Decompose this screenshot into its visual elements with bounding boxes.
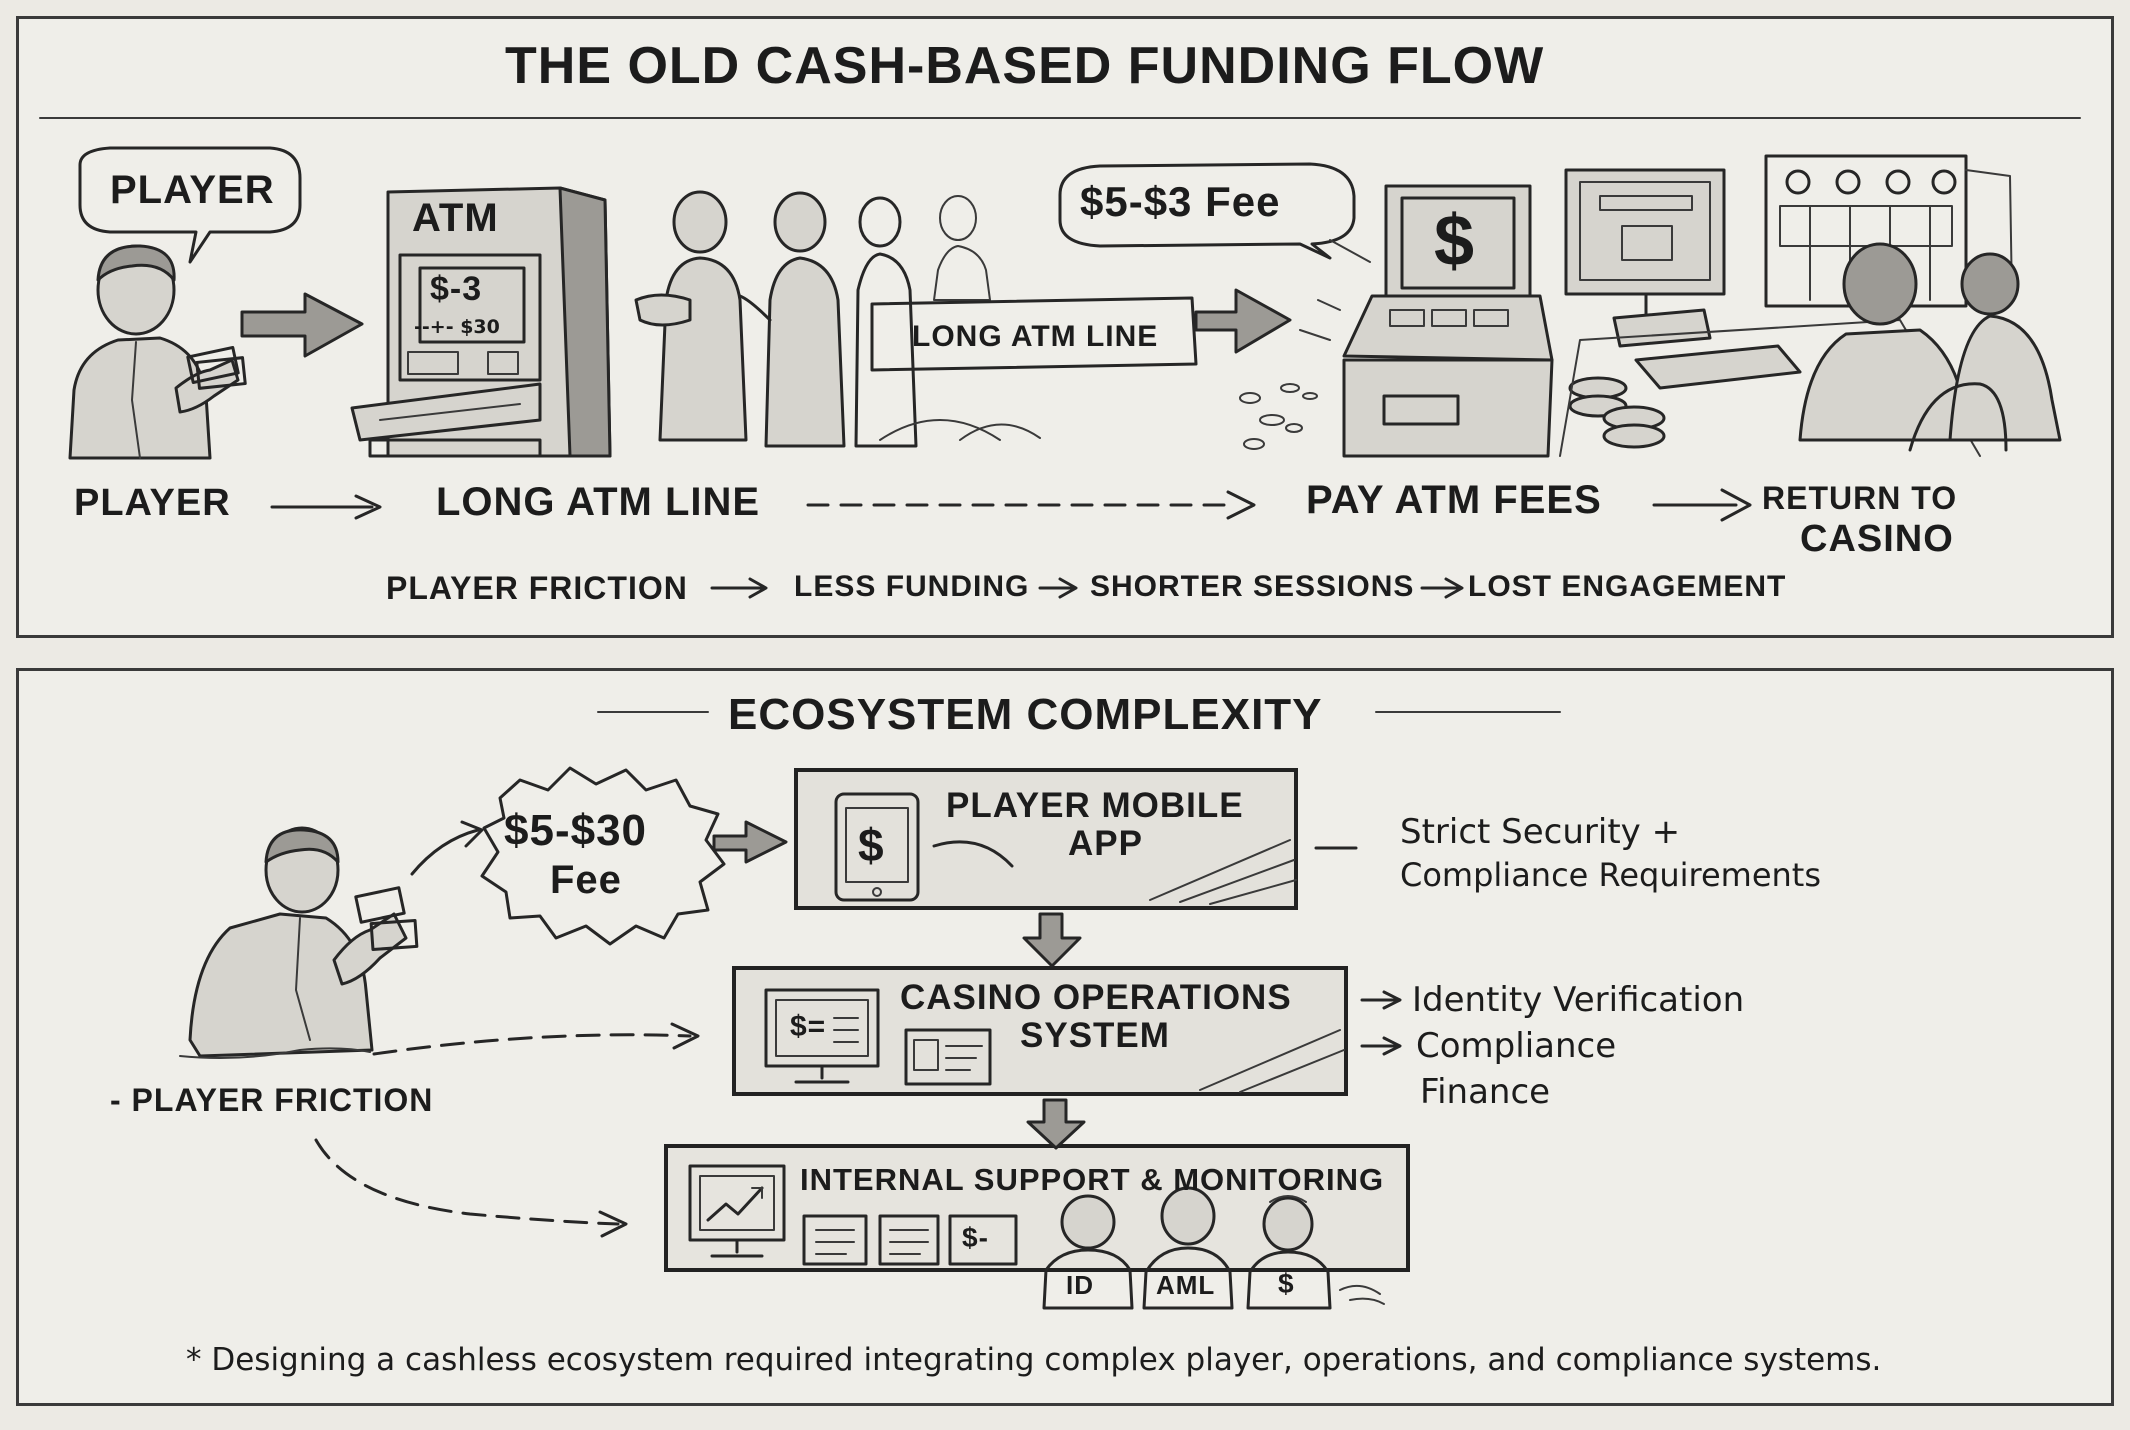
flow-return-to: RETURN TO — [1762, 480, 1958, 516]
phone-dollar-symbol: $ — [858, 819, 885, 871]
arrow-ops-to-support — [1026, 1098, 1086, 1150]
flow-long-atm-line: LONG ATM LINE — [436, 480, 761, 524]
player-figure-bottom — [179, 826, 419, 1059]
casino-ops-title-1: CASINO OPERATIONS — [900, 978, 1292, 1017]
ops-item-compliance: Compliance — [1416, 1026, 1617, 1066]
phone-icon — [834, 792, 920, 902]
arrow-friction-to-support — [314, 1138, 620, 1226]
mobile-app-title-1: PLAYER MOBILE — [946, 786, 1244, 825]
chain-arrows — [710, 577, 1464, 599]
ops-monitor-icon — [764, 988, 880, 1084]
fee-bubble-label: $5-$3 Fee — [1080, 178, 1281, 225]
arrow-to-fee — [410, 828, 480, 876]
support-title: INTERNAL SUPPORT & MONITORING — [800, 1162, 1385, 1197]
player-speech-bubble — [78, 146, 302, 264]
arrow-player-to-ops — [372, 1033, 692, 1056]
kiosk-dollar-symbol: $ — [1434, 201, 1476, 281]
arrow-to-atm — [240, 292, 364, 358]
ops-item-identity: Identity Verification — [1412, 980, 1745, 1020]
id-card-icon — [904, 1028, 992, 1086]
footnote: * Designing a cashless ecosystem require… — [186, 1342, 1882, 1378]
casino-ops-title-2: SYSTEM — [1020, 1016, 1170, 1055]
document-icons — [802, 1214, 1018, 1266]
top-title: THE OLD CASH-BASED FUNDING FLOW — [505, 37, 1545, 95]
atm-label: ATM — [412, 196, 499, 240]
support-doc-dollar: $- — [962, 1222, 989, 1253]
arrow-app-to-ops — [1022, 912, 1082, 968]
player-figure-top — [68, 244, 247, 460]
top-panel — [16, 16, 2114, 638]
chain-lost-engagement: LOST ENGAGEMENT — [1468, 570, 1787, 603]
fee-burst-amount: $5-$30 — [504, 806, 648, 855]
mobile-app-title-2: APP — [1068, 824, 1143, 863]
staff-badge-aml: AML — [1156, 1270, 1216, 1300]
fee-burst — [480, 766, 726, 946]
chart-monitor-icon — [688, 1164, 786, 1258]
fee-burst-label: Fee — [550, 858, 622, 902]
player-bubble-label: PLAYER — [110, 168, 275, 212]
atm-screen-detail: --+- $30 — [414, 316, 500, 338]
seated-players — [1798, 242, 2062, 452]
security-requirement-2: Compliance Requirements — [1400, 856, 1821, 894]
ops-item-finance: Finance — [1420, 1072, 1551, 1112]
arrow-to-kiosk — [1194, 288, 1292, 354]
chain-less-funding: LESS FUNDING — [794, 570, 1030, 603]
line-sign-board — [870, 296, 1198, 372]
fee-speech-bubble — [1058, 162, 1356, 260]
staff-badge-id: ID — [1066, 1270, 1094, 1300]
flow-pay-atm-fees: PAY ATM FEES — [1306, 478, 1602, 522]
bottom-title: ECOSYSTEM COMPLEXITY — [728, 690, 1323, 739]
security-requirement-1: Strict Security + — [1400, 812, 1681, 852]
flow-arrows — [270, 488, 1752, 522]
player-friction-label: - PLAYER FRICTION — [110, 1082, 434, 1118]
staff-figures — [1042, 1186, 1385, 1310]
queue-people — [634, 190, 1041, 448]
staff-badge-dollar: $ — [1278, 1268, 1295, 1299]
flow-player: PLAYER — [74, 482, 231, 524]
flow-casino: CASINO — [1800, 518, 1954, 560]
ops-monitor-symbol: $= — [790, 1010, 827, 1043]
chain-shorter-sessions: SHORTER SESSIONS — [1090, 570, 1415, 603]
chain-player-friction: PLAYER FRICTION — [386, 570, 688, 606]
line-sign-label: LONG ATM LINE — [912, 320, 1159, 353]
atm-machine — [350, 186, 612, 458]
mobile-app-box — [794, 768, 1298, 910]
coins — [1239, 383, 1318, 450]
arrow-to-app — [712, 820, 788, 864]
atm-screen-amount: $-3 — [430, 270, 483, 308]
kiosk-machine — [1342, 184, 1554, 458]
